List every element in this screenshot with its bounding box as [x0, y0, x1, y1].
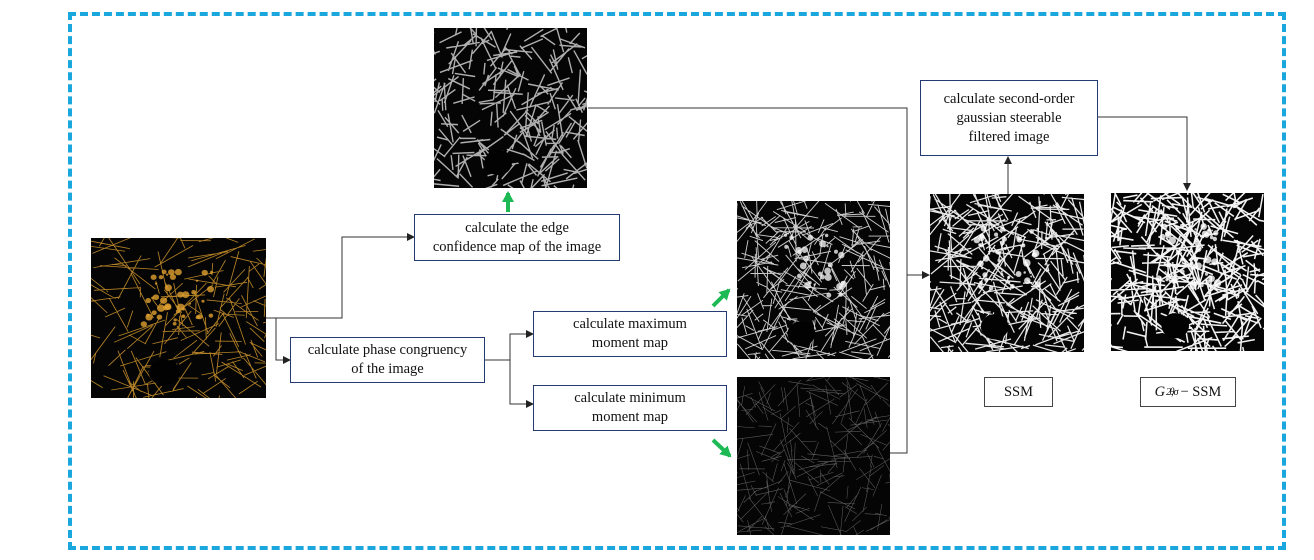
gssm-base: G: [1154, 383, 1166, 400]
minimum-moment-image: [737, 377, 890, 535]
ssm-image: [930, 194, 1084, 352]
gssm-image: [1111, 193, 1264, 351]
connector-edge-to-ssm: [588, 107, 908, 454]
connector-phase-to-min: [509, 360, 534, 408]
gssm-rest: − SSM: [1180, 383, 1222, 400]
connector-input-to-phase: [266, 317, 291, 364]
dashed-frame: [68, 12, 1286, 550]
connector-phase-to-max: [484, 330, 534, 361]
gssm-subscript: 2,σ: [1166, 386, 1179, 398]
edge-confidence-box: calculate the edge confidence map of the…: [414, 214, 620, 261]
input-satellite-image: [91, 238, 266, 398]
connector-input-to-edge: [266, 233, 415, 319]
gssm-superscript: θ: [1169, 386, 1175, 398]
min-moment-box: calculate minimum moment map: [533, 385, 727, 431]
connector-steerable-to-gssm: [1098, 116, 1191, 191]
ssm-label: SSM: [984, 377, 1053, 407]
maximum-moment-image: [737, 201, 890, 359]
green-arrow-min: [711, 438, 732, 458]
edge-confidence-image: [434, 28, 587, 188]
green-arrow-max: [711, 288, 731, 308]
max-moment-box: calculate maximum moment map: [533, 311, 727, 357]
steerable-filter-box: calculate second-order gaussian steerabl…: [920, 80, 1098, 156]
phase-congruency-box: calculate phase congruency of the image: [290, 337, 485, 383]
